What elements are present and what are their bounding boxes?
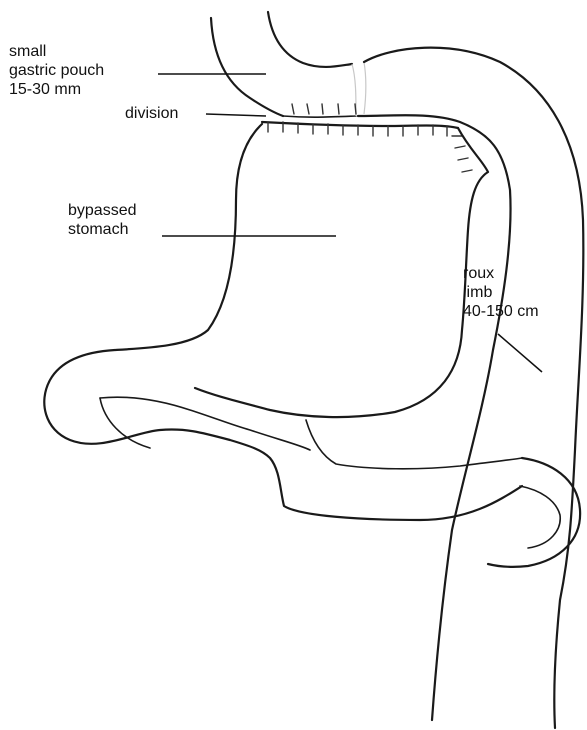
roux-label-line-2: limb bbox=[463, 285, 492, 301]
anastomosis-right bbox=[364, 62, 366, 114]
esophagus-right-edge bbox=[268, 12, 352, 67]
esophagus-left-edge bbox=[211, 18, 283, 116]
staple-marks bbox=[268, 104, 472, 172]
roux-leader bbox=[498, 334, 542, 372]
roux-label-line-3: 40-150 cm bbox=[463, 304, 539, 320]
division-leader bbox=[206, 114, 266, 116]
pouch-label-line-1: small bbox=[9, 44, 46, 60]
division-label: division bbox=[125, 106, 178, 122]
pouch-label-line-3: 15-30 mm bbox=[9, 82, 81, 98]
division-line bbox=[262, 122, 458, 128]
antrum-fold bbox=[100, 398, 150, 448]
jejunum-loop bbox=[488, 458, 580, 567]
pylorus-line bbox=[306, 420, 522, 469]
bypassed-stomach-outline bbox=[44, 124, 522, 520]
pouch-label-line-2: gastric pouch bbox=[9, 63, 104, 79]
roux-label-line-1: roux bbox=[463, 266, 494, 282]
stomach-label-line-1: bypassed bbox=[68, 203, 137, 219]
jejunum-inner-curve bbox=[520, 486, 560, 548]
roux-limb-inner-edge bbox=[358, 115, 511, 720]
roux-limb-outer-edge bbox=[364, 48, 583, 728]
pouch-bottom-edge bbox=[283, 116, 356, 117]
antrum-inner-curve bbox=[100, 397, 310, 450]
stomach-label-line-2: stomach bbox=[68, 222, 128, 238]
